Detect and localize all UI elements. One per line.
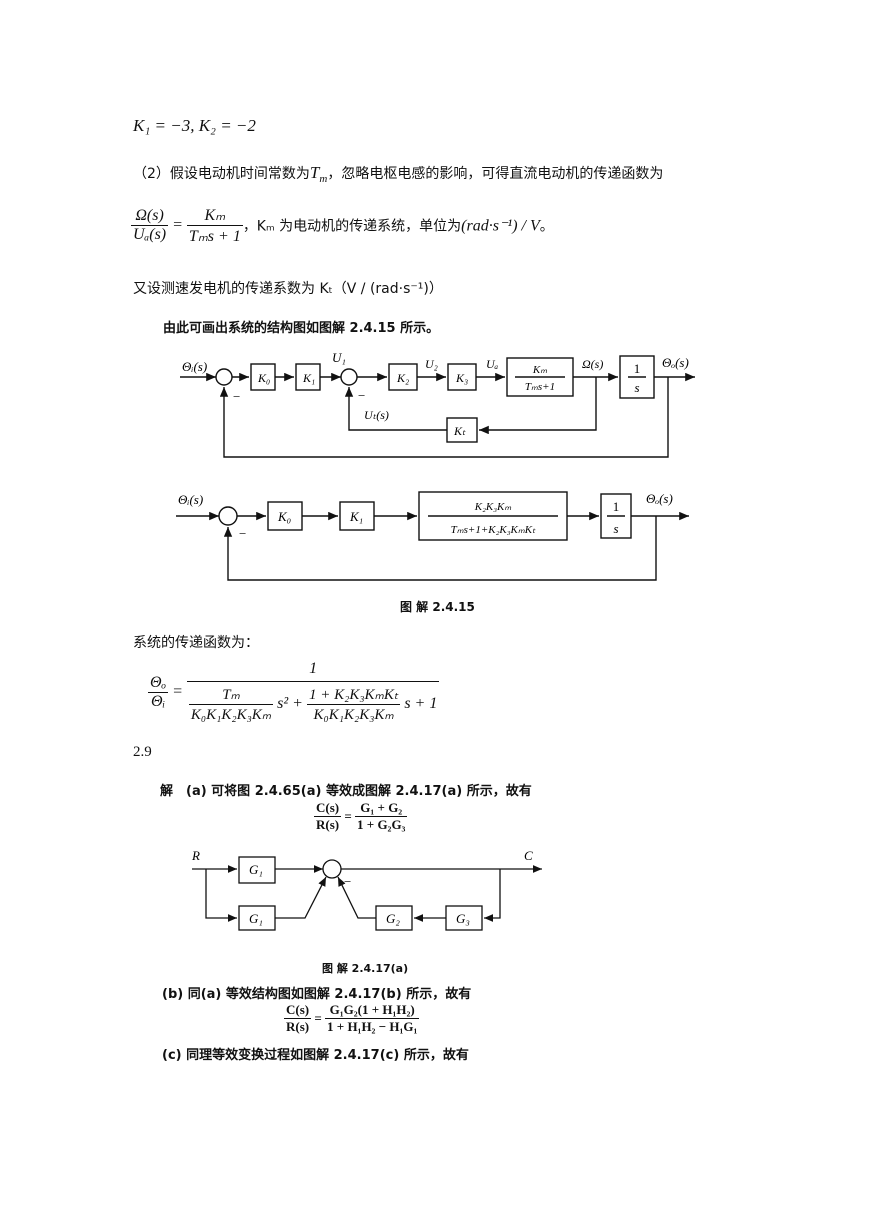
svg-text:Kₜ: Kₜ bbox=[453, 424, 466, 438]
output-label: Θₒ(s) bbox=[662, 355, 689, 370]
svg-text:K₃: K₃ bbox=[455, 371, 468, 385]
motor-assumption-text: （2）假设电动机时间常数为Tm，忽略电枢电感的影响，可得直流电动机的传递函数为 bbox=[133, 163, 663, 185]
svg-text:1: 1 bbox=[613, 499, 620, 514]
svg-text:−: − bbox=[344, 874, 351, 889]
svg-text:Kₘ: Kₘ bbox=[532, 364, 547, 376]
solution-c-text: (c) 同理等效变换过程如图解 2.4.17(c) 所示，故有 bbox=[162, 1048, 469, 1063]
figure-caption-17a: 图 解 2.4.17(a) bbox=[322, 962, 409, 975]
figure-caption-15: 图 解 2.4.15 bbox=[400, 600, 475, 614]
svg-text:G₂: G₂ bbox=[386, 911, 400, 926]
block-diagram-original: Θᵢ(s) K₀ K₁ K₂ K₃ U₁ U₂ Uₐ Kₘ Tₘs+1 Ω(s)… bbox=[180, 350, 695, 458]
assumption-lead: （2）假设电动机时间常数为 bbox=[133, 166, 310, 182]
section-number: 2.9 bbox=[133, 744, 152, 760]
tm-symbol: T bbox=[309, 163, 320, 182]
motor-tf-rhs: Kₘ Tₘs + 1 bbox=[186, 207, 243, 245]
summing-junction bbox=[322, 859, 342, 879]
svg-text:U₂: U₂ bbox=[425, 357, 438, 371]
svg-text:K₀: K₀ bbox=[277, 509, 291, 524]
svg-text:K₁: K₁ bbox=[302, 371, 315, 385]
svg-text:Tₘs+1: Tₘs+1 bbox=[525, 381, 555, 393]
svg-text:Uₐ: Uₐ bbox=[486, 357, 499, 371]
svg-text:K₁: K₁ bbox=[349, 509, 363, 524]
tm-subscript: m bbox=[319, 172, 328, 185]
svg-text:Θᵢ(s): Θᵢ(s) bbox=[178, 492, 203, 507]
svg-text:K₀: K₀ bbox=[257, 371, 270, 385]
solution-b-text: (b) 同(a) 等效结构图如图解 2.4.17(b) 所示，故有 bbox=[162, 987, 472, 1002]
svg-text:Θₒ(s): Θₒ(s) bbox=[646, 491, 673, 506]
assumption-rest: ，忽略电枢电感的影响，可得直流电动机的传递函数为 bbox=[327, 166, 664, 182]
diagram-intro: 由此可画出系统的结构图如图解 2.4.15 所示。 bbox=[163, 321, 440, 336]
svg-text:R: R bbox=[191, 848, 200, 863]
block-diagram-simplified: Θᵢ(s) K₀ K₁ K₂K₃Kₘ Tₘs+1+K₂K₃KₘKₜ 1 s Θₒ… bbox=[176, 491, 689, 581]
input-label: Θᵢ(s) bbox=[182, 359, 207, 374]
block-diagram-a: R C G₁ G₁ G₂ G₃ − bbox=[191, 848, 542, 931]
svg-text:Tₘs+1+K₂K₃KₘKₜ: Tₘs+1+K₂K₃KₘKₜ bbox=[451, 524, 536, 536]
summing-junction-1 bbox=[215, 368, 233, 386]
summing-junction bbox=[218, 506, 238, 526]
svg-text:U₁: U₁ bbox=[332, 350, 346, 365]
svg-text:G₁: G₁ bbox=[249, 862, 263, 877]
svg-text:−: − bbox=[358, 388, 365, 403]
svg-text:s: s bbox=[634, 380, 639, 395]
svg-text:s: s bbox=[613, 521, 618, 536]
motor-tf-lhs: Ω(s) Uₐ(s) bbox=[131, 207, 169, 243]
motor-tf-desc: ，Kₘ 为电动机的传递系统，单位为 bbox=[242, 218, 462, 235]
svg-text:1: 1 bbox=[634, 361, 641, 376]
svg-text:G₃: G₃ bbox=[456, 911, 470, 926]
svg-text:Uₜ(s): Uₜ(s) bbox=[364, 408, 389, 422]
tachometer-text: 又设测速发电机的传递系数为 Kₜ（V / (rad·s⁻¹)） bbox=[133, 281, 443, 297]
svg-text:K₂K₃Kₘ: K₂K₃Kₘ bbox=[474, 501, 512, 513]
svg-text:C: C bbox=[524, 848, 533, 863]
svg-text:K₂: K₂ bbox=[396, 371, 409, 385]
svg-text:−: − bbox=[239, 526, 246, 541]
tf-lhs: Θₒ Θᵢ bbox=[148, 673, 169, 710]
summing-junction-2 bbox=[340, 368, 358, 386]
motor-tf-unit: (rad·s⁻¹) / V bbox=[461, 217, 540, 235]
svg-text:−: − bbox=[233, 389, 240, 404]
svg-text:Ω(s): Ω(s) bbox=[582, 357, 603, 371]
block-g1 bbox=[238, 856, 276, 884]
svg-text:G₁: G₁ bbox=[249, 911, 263, 926]
tf-intro: 系统的传递函数为： bbox=[133, 635, 259, 651]
motor-transfer-function: Ω(s) Uₐ(s) = Kₘ Tₘs + 1 ，Kₘ 为电动机的传递系统，单位… bbox=[131, 207, 554, 245]
equation-b: C(s)R(s) = G₁G₂(1 + H₁H₂)1 + H₁H₂ − H₁G₁ bbox=[284, 1002, 420, 1034]
gain-values-line: K₁ = −3, K₂ = −2 bbox=[133, 116, 256, 135]
solution-a-text: 解 (a) 可将图 2.4.65(a) 等效成图解 2.4.17(a) 所示，故… bbox=[160, 784, 532, 799]
